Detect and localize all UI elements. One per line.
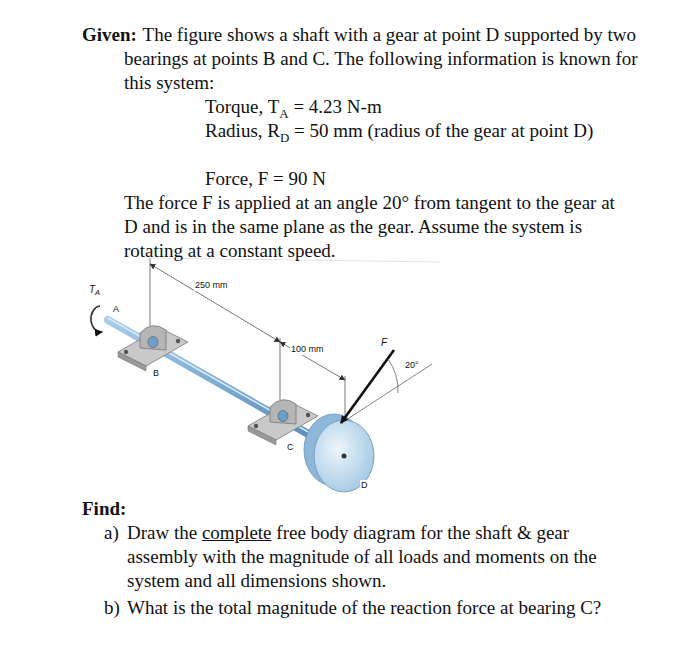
angle-arc [388,359,398,393]
item-marker: a) [104,522,119,543]
gear-hub [342,454,347,459]
extension-line [150,258,151,326]
bolt [306,413,310,417]
extension-line [345,376,346,416]
point-label: B [152,368,160,379]
extension-line [280,338,281,400]
given-value: Radius, RD = 50 mm (radius of the gear at… [205,119,610,150]
torque-arrow [91,306,102,332]
bearing-b [118,326,188,371]
given-value: Radius, R [205,120,280,141]
dimension-line [150,264,280,342]
point-label: B [153,368,159,378]
find-question: Draw the [127,522,197,543]
given-value: = 50 mm (radius of the gear at point D) [294,120,593,141]
shaft [108,320,340,452]
point-label: A [112,304,120,315]
find-question: What is the total magnitude of the react… [127,597,601,618]
gear-face [314,420,374,492]
bearing-base-side [248,426,276,445]
dimension-label: 250 mm [195,280,228,290]
item-marker: b) [104,597,120,618]
force-label: F [380,337,388,348]
torque-label: T [89,284,95,295]
given-text: Given:The figure shows a shaft with a ge… [82,23,669,95]
point-label: D [360,480,369,491]
find-heading: Find: [82,497,282,521]
bearing-base-side [118,352,146,371]
shaft-section [148,337,158,348]
find-heading: Find: [82,498,126,519]
find-question: free body diagram for the shaft & gear a… [127,522,597,591]
angle-label: 20° [405,360,419,370]
dimension-line [280,342,345,380]
find-question: complete [202,522,272,543]
given-value: Torque, T [205,96,279,117]
dimension-label: 100 mm [291,344,324,354]
point-label: D [361,480,368,490]
given-note: The force F is applied at an angle 20° f… [124,191,624,263]
given-value: = 4.23 N-m [293,96,381,117]
given-value: Force, F = 90 N [205,167,625,191]
gear-d [304,414,374,492]
force-arrow [341,350,394,423]
shaft-section [278,411,288,422]
dimension-lines [150,258,440,416]
point-label: C [286,442,295,453]
bolt [254,424,258,428]
bolt [124,350,128,354]
bearing-housing [140,326,166,350]
given-value: Force, F = 90 N [205,168,326,189]
torque-label: A [95,288,100,297]
bearing-housing [270,400,296,424]
tangent-line [343,364,432,422]
given-text: Given: [82,24,137,45]
given-text: The figure shows a shaft with a gear at … [124,24,638,93]
find-question: Draw thecompletefree body diagram for th… [127,521,622,593]
bolt [176,339,180,343]
given-value: A [279,106,288,121]
dimension-label: 100 mm [290,344,325,355]
angle-label: 20° [404,360,420,371]
given-note: The force F is applied at an angle 20° f… [124,192,615,261]
dimension-label: 250 mm [194,280,229,291]
torque-label: TA [88,284,101,298]
shaft-highlight [108,318,338,449]
force-label: F [381,337,387,348]
point-label: C [287,442,294,452]
point-label: A [113,304,119,314]
given-value: D [280,130,289,145]
find-question: What is the total magnitude of the react… [127,596,622,620]
